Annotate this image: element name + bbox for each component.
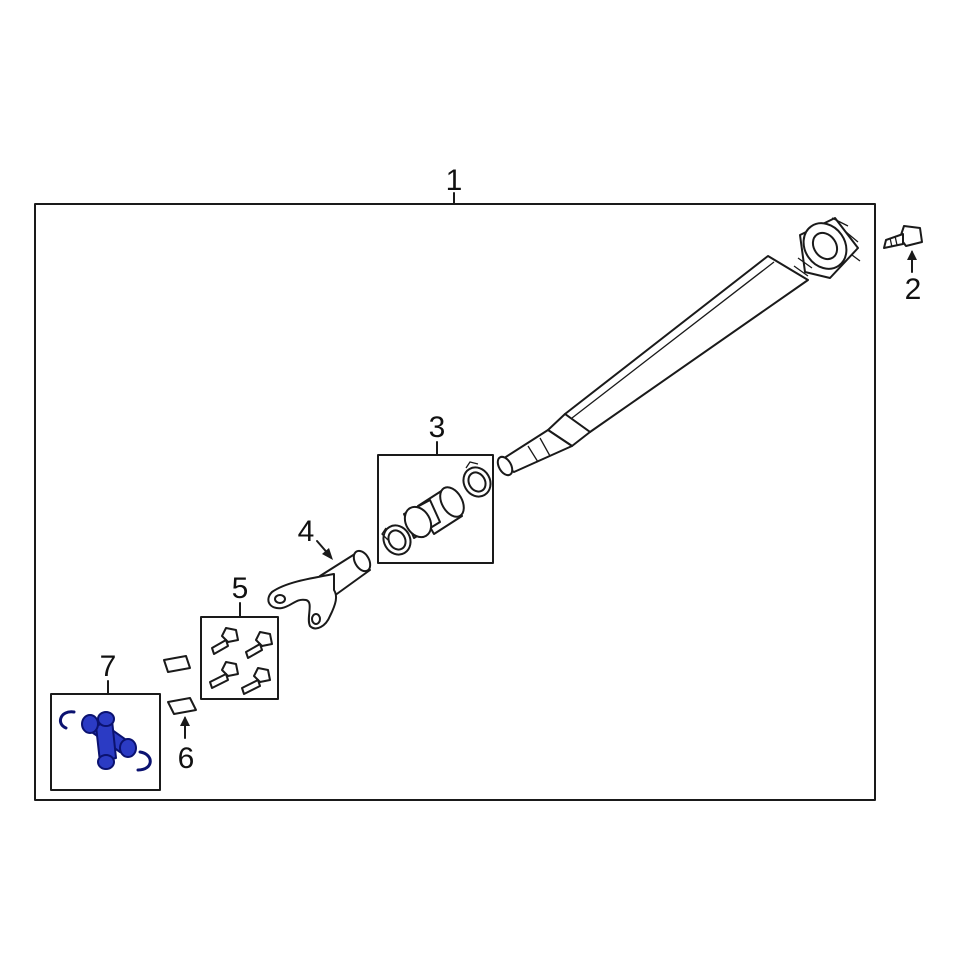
callout-3-label: 3 [429, 411, 446, 444]
callout-7[interactable]: 7 [100, 650, 117, 695]
boot-kit-part-3[interactable] [378, 461, 496, 559]
bolt-part-2[interactable] [883, 225, 923, 249]
front-flange [793, 217, 861, 279]
callout-6-label: 6 [178, 742, 195, 775]
callout-4-label: 4 [298, 515, 315, 548]
callout-5[interactable]: 5 [232, 572, 249, 618]
bolt-c [209, 661, 239, 689]
callout-2-label: 2 [905, 273, 922, 306]
bolt-kit-box [200, 616, 279, 700]
callout-2[interactable]: 2 [905, 250, 922, 306]
boot [403, 486, 465, 539]
callout-3[interactable]: 3 [429, 411, 446, 456]
universal-joint-part-7[interactable] [58, 710, 152, 772]
callout-5-label: 5 [232, 572, 249, 605]
bolt-a [211, 627, 239, 655]
u-joint-cross [81, 711, 137, 770]
callout-6[interactable]: 6 [178, 716, 195, 775]
callout-1[interactable]: 1 [446, 164, 463, 205]
bolt-kit-part-5[interactable] [209, 627, 273, 695]
bolt-d [241, 667, 271, 695]
u-joint-box [50, 693, 161, 791]
callout-7-label: 7 [100, 650, 117, 683]
clamp-upper [462, 461, 492, 498]
slip-yoke-part-4[interactable] [267, 548, 373, 630]
boot-kit-box [377, 454, 494, 564]
snap-ring-right [136, 750, 152, 772]
drive-shaft-assembly[interactable] [495, 215, 861, 478]
callout-4[interactable]: 4 [298, 515, 333, 560]
snap-ring-left [58, 710, 76, 730]
shim-part-6[interactable] [163, 655, 197, 715]
callout-1-label: 1 [446, 164, 463, 197]
bolt-b [245, 631, 273, 659]
clamp-lower [381, 524, 412, 556]
